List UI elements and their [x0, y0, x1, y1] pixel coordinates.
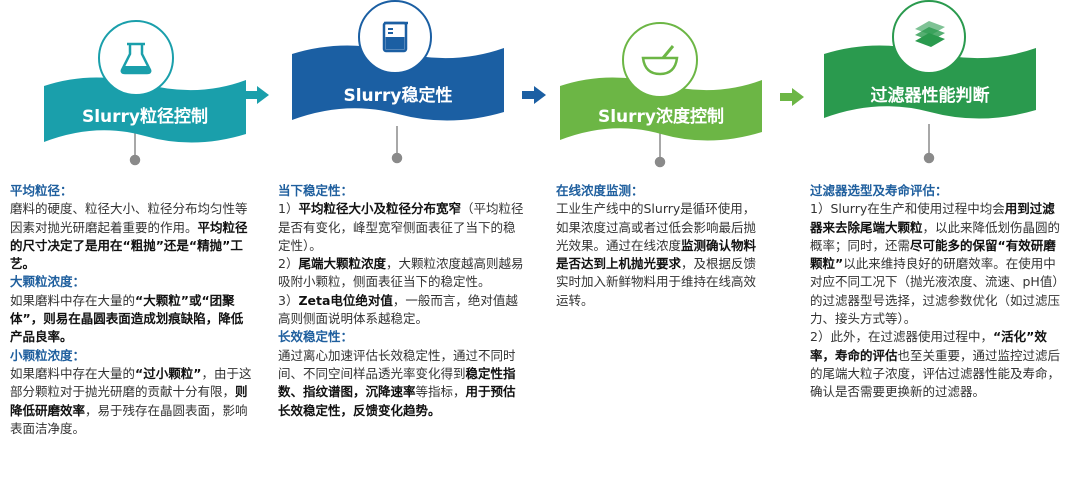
filter-icon [892, 0, 966, 74]
stage-2-description: 当下稳定性： 1）平均粒径大小及粒径分布宽窄（平均粒径是否有变化，峰型宽窄侧面表征… [278, 182, 526, 420]
body-text: 等指标， [415, 384, 466, 400]
stage-title-2: Slurry稳定性 [343, 86, 453, 106]
bold-text: Zeta电位绝对值 [298, 292, 393, 308]
bold-text: “过小颗粒” [135, 365, 202, 381]
body-text: 1）Slurry在生产和使用过程中均会 [810, 201, 1005, 217]
section-paragraph: 磨料的硬度、粒径大小、粒径分布均匀性等因素对抛光研磨起着重要的作用。平均粒径的尺… [10, 200, 254, 273]
body-text: 通过离心加速评估长效稳定性，通过不同时间、不同空间样品透光率变化得到 [278, 347, 516, 381]
arrow-right-icon [780, 88, 804, 106]
bold-text: 用到过滤器来去除尾端大颗粒 [810, 201, 1055, 235]
section-heading: 大颗粒浓度： [10, 274, 86, 290]
body-text: （平均粒径是否有变化，峰型宽窄侧面表征了当下的稳定性）。 [278, 201, 524, 253]
arrow-right-icon [245, 86, 269, 104]
banner-shape-1 [44, 77, 246, 143]
arrow-right-icon [522, 86, 546, 104]
banner-shape-2 [292, 45, 504, 121]
section-paragraph: 如果磨料中存在大量的“过小颗粒”，由于这部分颗粒对于抛光研磨的贡献十分有限，则降… [10, 365, 254, 438]
bold-text: 用于预估长效稳定性，反馈变化趋势。 [278, 384, 516, 418]
body-text: 2） [278, 256, 299, 272]
body-text: 如果磨料中存在大量的 [10, 365, 136, 381]
body-text: ，以此来降低划伤晶圆的概率；同时，还需 [810, 219, 1061, 253]
body-text: 以此来维持良好的研磨效率。在使用中对应不同工况下（抛光液浓度、流速、pH值）的过… [810, 256, 1061, 327]
body-text: 3） [278, 292, 299, 308]
stage-title-4: 过滤器性能判断 [870, 86, 990, 106]
stage-title-1: Slurry粒径控制 [81, 107, 209, 127]
section-heading: 在线浓度监测： [556, 183, 644, 198]
body-text: ，一般而言，绝对值越高则侧面说明体系越稳定。 [278, 292, 518, 327]
section-paragraph: 1）Slurry在生产和使用过程中均会用到过滤器来去除尾端大颗粒，以此来降低划伤… [810, 200, 1064, 328]
bold-text: 尽可能多的保留“有效研磨颗粒” [810, 237, 1056, 272]
body-text: ，由于这部分颗粒对于抛光研磨的贡献十分有限， [10, 365, 252, 400]
bold-text: 则降低研磨效率 [10, 384, 248, 418]
bold-text: “活化”效率，寿命的评估 [810, 329, 1047, 363]
section-heading: 平均粒径： [10, 183, 73, 198]
bold-text: 尾端大颗粒浓度 [298, 256, 386, 272]
section-paragraph: 工业生产线中的Slurry是循环使用，如果浓度过高或者过低会影响最后抛光效果。通… [556, 200, 766, 310]
stage-1-description: 平均粒径： 磨料的硬度、粒径大小、粒径分布均匀性等因素对抛光研磨起着重要的作用。平… [10, 182, 254, 438]
bold-text: 稳定性指数、指纹谱图，沉降速率 [278, 365, 516, 400]
section-paragraph: 2）此外，在过滤器使用过程中，“活化”效率，寿命的评估也至关重要，通过监控过滤后… [810, 328, 1064, 401]
bold-text: 监测确认物料是否达到上机抛光要求 [556, 237, 757, 272]
stage-4-description: 过滤器选型及寿命评估： 1）Slurry在生产和使用过程中均会用到过滤器来去除尾端… [810, 182, 1064, 402]
section-paragraph: 如果磨料中存在大量的“大颗粒”或“团聚体”，则易在晶圆表面造成划痕缺陷，降低产品… [10, 292, 254, 347]
body-text: 磨料的硬度、粒径大小、粒径分布均匀性等因素对抛光研磨起着重要的作用。 [10, 201, 248, 235]
body-text: 工业生产线中的Slurry是循环使用，如果浓度过高或者过低会影响最后抛光效果。通… [556, 201, 757, 253]
body-text: ，大颗粒浓度越高则越易吸附小颗粒，侧面表征当下的稳定性。 [278, 256, 524, 290]
section-paragraph: 通过离心加速评估长效稳定性，通过不同时间、不同空间样品透光率变化得到稳定性指数、… [278, 347, 526, 420]
section-paragraph: 1）平均粒径大小及粒径分布宽窄（平均粒径是否有变化，峰型宽窄侧面表征了当下的稳定… [278, 200, 526, 255]
body-text: 也至关重要，通过监控过滤后的尾端大粒子浓度，评估过滤器性能及寿命，确认是否需要更… [810, 347, 1061, 400]
bold-text: 平均粒径的尺寸决定了是用在“粗抛”还是“精抛”工艺。 [10, 219, 248, 272]
banner-shape-4 [824, 45, 1036, 119]
body-text: ，易于残存在晶圆表面，影响表面洁净度。 [10, 402, 248, 436]
bold-text: 平均粒径大小及粒径分布宽窄 [298, 201, 461, 217]
bold-text: “大颗粒”或“团聚体”，则易在晶圆表面造成划痕缺陷，降低产品良率。 [10, 292, 244, 345]
body-text: 如果磨料中存在大量的 [10, 292, 136, 308]
body-text: 1） [278, 201, 299, 217]
section-heading: 长效稳定性： [278, 329, 354, 345]
flask-icon [98, 20, 174, 96]
section-paragraph: 2）尾端大颗粒浓度，大颗粒浓度越高则越易吸附小颗粒，侧面表征当下的稳定性。 [278, 255, 526, 292]
body-text: 2）此外，在过滤器使用过程中， [810, 329, 993, 345]
stage-title-3: Slurry浓度控制 [597, 107, 725, 127]
section-heading: 当下稳定性： [278, 183, 354, 198]
beaker-icon [358, 0, 432, 74]
section-heading: 过滤器选型及寿命评估： [810, 183, 948, 198]
banner-shape-3 [560, 77, 762, 141]
stage-3-description: 在线浓度监测： 工业生产线中的Slurry是循环使用，如果浓度过高或者过低会影响最… [556, 182, 766, 310]
section-paragraph: 3）Zeta电位绝对值，一般而言，绝对值越高则侧面说明体系越稳定。 [278, 292, 526, 329]
body-text: ，及根据反馈实时加入新鲜物料用于维持在线高效运转。 [556, 256, 757, 308]
mortar-icon [622, 22, 698, 98]
section-heading: 小颗粒浓度： [10, 347, 86, 363]
